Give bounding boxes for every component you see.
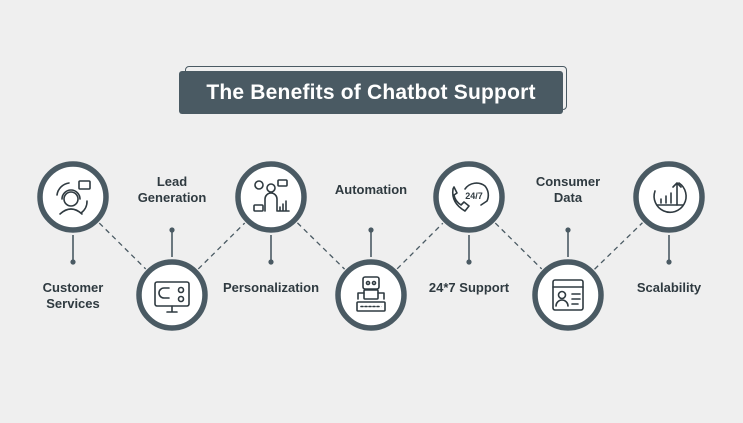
node-ring [335, 259, 407, 331]
node-ring [433, 161, 505, 233]
connector-lines [98, 222, 643, 270]
connector-line [98, 222, 147, 270]
node-ring [136, 259, 208, 331]
label-line: Consumer [535, 174, 601, 189]
headset-agent-icon [56, 180, 91, 215]
connector-line [396, 222, 444, 270]
customer-services-node [37, 161, 109, 233]
node-ring [235, 161, 307, 233]
label-line: Automation [334, 182, 408, 197]
node-ring [37, 161, 109, 233]
stem-dot [70, 259, 76, 265]
scalability-node [633, 161, 705, 233]
phone-24-7-icon: 24/7 [451, 182, 490, 212]
label-line: Lead [156, 174, 188, 189]
robot-keyboard-icon [356, 276, 386, 312]
personalization-label: Personalization [223, 280, 319, 296]
connector-line [594, 222, 643, 270]
scalability-label: Scalability [637, 280, 701, 296]
label-line: 24*7 Support [428, 280, 510, 295]
stem-dot [466, 259, 472, 265]
stem-dot [368, 227, 374, 233]
automation-label: Automation [335, 182, 407, 198]
personalization-node [235, 161, 307, 233]
person-analytics-icon [253, 179, 290, 212]
automation-node [335, 259, 407, 331]
label-line: Generation [137, 190, 207, 205]
connector-line [494, 222, 543, 270]
stem-dot [169, 227, 175, 233]
support-24-7-label: 24*7 Support [429, 280, 509, 296]
connector-line [197, 222, 246, 270]
node-ring [532, 259, 604, 331]
stem-dot [268, 259, 274, 265]
id-card-icon [552, 279, 584, 311]
growth-chart-icon [653, 182, 687, 214]
label-stems [70, 227, 672, 265]
label-line: Data [553, 190, 583, 205]
node-ring [633, 161, 705, 233]
svg-text:24/7: 24/7 [465, 191, 483, 201]
connector-line [296, 222, 346, 270]
node-circles: 24/7 [37, 161, 705, 331]
page-title: The Benefits of Chatbot Support [179, 71, 563, 114]
label-line: Scalability [636, 280, 702, 295]
label-line: Customer [42, 280, 104, 295]
stem-dot [666, 259, 672, 265]
label-line: Personalization [222, 280, 320, 295]
label-line: Services [46, 296, 100, 311]
magnet-monitor-icon [154, 281, 190, 313]
stem-dot [565, 227, 571, 233]
consumer-data-node [532, 259, 604, 331]
support-24-7-node: 24/7 [433, 161, 505, 233]
lead-generation-node [136, 259, 208, 331]
